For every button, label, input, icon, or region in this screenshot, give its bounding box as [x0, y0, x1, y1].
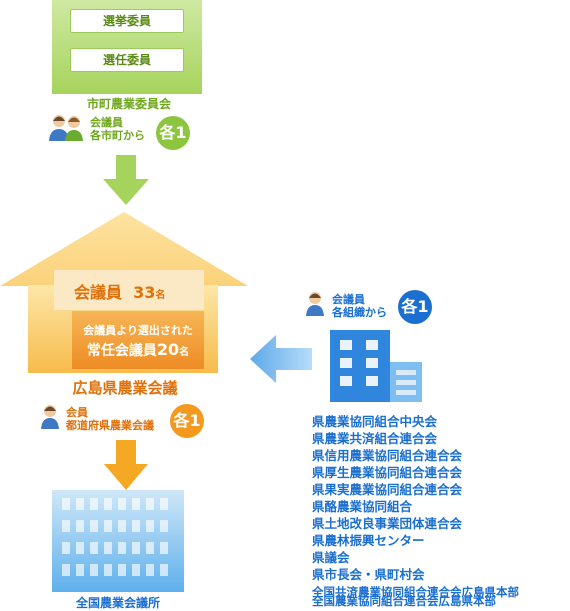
person-icon — [41, 405, 59, 429]
house-roof — [0, 212, 248, 286]
national-chamber-name: 全国農業会議所 — [75, 596, 160, 610]
organization-list-item: 県信用農業協同組合連合会 — [312, 448, 463, 463]
members-text: 会議員 33名 — [74, 279, 165, 303]
organization-list-item: 県酪農業協同組合 — [312, 499, 413, 514]
city-member-line1: 会議員 — [90, 116, 123, 129]
standing-line1: 会議員より選出された — [83, 324, 193, 337]
members-count: 33 — [133, 283, 156, 302]
organization-list-item: 県農林振興センター — [312, 533, 425, 548]
org-badge-main: 各1 — [401, 297, 429, 316]
organization-list-item: 県市長会・県町村会 — [312, 567, 425, 582]
organization-list-item: 県農業協同組合中央会 — [312, 414, 438, 429]
organization-list-item: 県議会 — [312, 550, 350, 565]
org-count-badge: 各1 名 — [398, 290, 432, 349]
council-member-note: 会員 都道府県農業会議 — [66, 406, 154, 432]
organization-list-item: 全国共済農業協同組合連合会広島県本部 — [312, 585, 519, 599]
prefecture-council-name: 広島県農業会議 — [72, 379, 178, 397]
blue-left-arrow-icon — [250, 335, 312, 383]
orange-down-arrow-icon — [104, 440, 148, 490]
organization-list-item: 県農業共済組合連合会 — [312, 431, 438, 446]
council-member-line2: 都道府県農業会議 — [66, 419, 154, 432]
election-member-label: 選挙委員 — [70, 9, 184, 33]
organization-list-item: 県土地改良事業団体連合会 — [312, 516, 463, 531]
standing-label: 常任会議員 — [86, 343, 157, 359]
city-badge-main: 各1 — [159, 123, 187, 142]
standing-unit: 名 — [179, 347, 190, 358]
members-panel — [54, 270, 204, 310]
organization-list-item: 県果実農業協同組合連合会 — [312, 482, 463, 497]
city-count-badge: 各1 名 — [156, 116, 190, 175]
appointed-member-label: 選任委員 — [70, 48, 184, 72]
organization-member-note: 会議員 各組織から — [332, 293, 387, 319]
council-badge-unit: 名 — [182, 453, 192, 463]
city-member-line2: 各市町から — [90, 129, 145, 142]
city-badge-unit: 名 — [168, 165, 178, 175]
standing-text: 常任会議員20名 — [72, 340, 204, 360]
org-badge-unit: 名 — [410, 339, 420, 349]
standing-count: 20 — [156, 340, 180, 359]
person-icon — [306, 292, 324, 316]
council-count-badge: 各1 名 — [170, 404, 204, 463]
members-label: 会議員 — [74, 283, 123, 302]
org-member-line2: 各組織から — [332, 306, 387, 319]
council-badge-main: 各1 — [173, 411, 201, 430]
organization-list-item: 県厚生農業協同組合連合会 — [312, 465, 463, 480]
organization-list-item: 全国農業協同組合連合会広島県本部 — [312, 594, 496, 608]
council-member-line1: 会員 — [66, 406, 88, 419]
org-member-line1: 会議員 — [332, 293, 365, 306]
green-down-arrow-icon — [103, 155, 149, 205]
standing-members-panel — [72, 311, 204, 369]
people-icon — [49, 115, 83, 141]
organization-building-icon — [330, 330, 422, 402]
members-unit: 名 — [155, 290, 166, 301]
city-member-note: 会議員 各市町から — [90, 116, 145, 142]
city-committee-name: 市町農業委員会 — [86, 97, 171, 111]
national-building-icon — [52, 490, 184, 592]
